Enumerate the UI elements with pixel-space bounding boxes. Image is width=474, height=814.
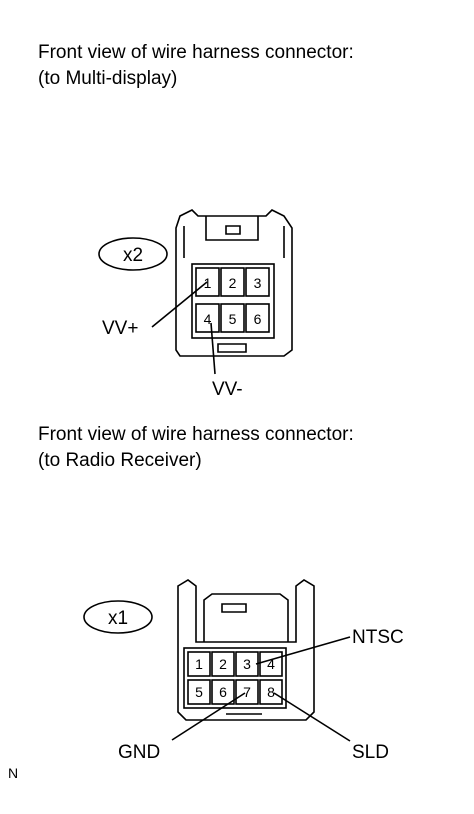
connector-b-pin-grid bbox=[187, 651, 283, 705]
vv-minus-callout-line bbox=[210, 322, 216, 375]
connector-a-pin-grid bbox=[195, 267, 270, 333]
vv-plus-callout-line bbox=[151, 281, 208, 328]
connector-b-pin: 7 bbox=[243, 684, 251, 700]
connector-b-pin: 2 bbox=[219, 656, 227, 672]
ntsc-callout-line bbox=[255, 636, 351, 665]
connector-a-id-label: x2 bbox=[123, 245, 143, 266]
connector-a-caption-line1: Front view of wire harness connector: bbox=[38, 42, 354, 63]
connector-a-pin: 5 bbox=[229, 311, 237, 327]
connector-b-pin: 3 bbox=[243, 656, 251, 672]
connector-b-caption: Front view of wire harness connector: (t… bbox=[38, 422, 354, 474]
connector-a-pin: 3 bbox=[254, 275, 262, 291]
ntsc-label: NTSC bbox=[352, 627, 404, 648]
connector-a-caption: Front view of wire harness connector: (t… bbox=[38, 40, 354, 92]
vv-plus-label: VV+ bbox=[102, 318, 138, 339]
connector-a-pin: 4 bbox=[204, 311, 212, 327]
connector-b-pin: 4 bbox=[267, 656, 275, 672]
connector-b-housing bbox=[177, 579, 315, 721]
connector-a-housing bbox=[175, 209, 293, 357]
connector-a-pin: 1 bbox=[204, 275, 212, 291]
sld-label: SLD bbox=[352, 742, 389, 763]
figure-code: N bbox=[8, 765, 19, 781]
connector-b-caption-line2: (to Radio Receiver) bbox=[38, 450, 202, 471]
vv-minus-label: VV- bbox=[212, 379, 243, 400]
connector-a-id-ellipse bbox=[98, 237, 168, 271]
connector-b-pin: 1 bbox=[195, 656, 203, 672]
sld-callout-line bbox=[273, 692, 351, 742]
connector-b-pin: 6 bbox=[219, 684, 227, 700]
connector-b-id-ellipse bbox=[83, 600, 153, 634]
connector-b-pin: 5 bbox=[195, 684, 203, 700]
connector-b-caption-line1: Front view of wire harness connector: bbox=[38, 424, 354, 445]
connector-b-id-label: x1 bbox=[108, 608, 128, 629]
connector-a-pin: 6 bbox=[254, 311, 262, 327]
connector-b-pin: 8 bbox=[267, 684, 275, 700]
gnd-label: GND bbox=[118, 742, 160, 763]
gnd-callout-line bbox=[171, 692, 246, 741]
connector-a-pin: 2 bbox=[229, 275, 237, 291]
connector-a-caption-line2: (to Multi-display) bbox=[38, 68, 178, 89]
